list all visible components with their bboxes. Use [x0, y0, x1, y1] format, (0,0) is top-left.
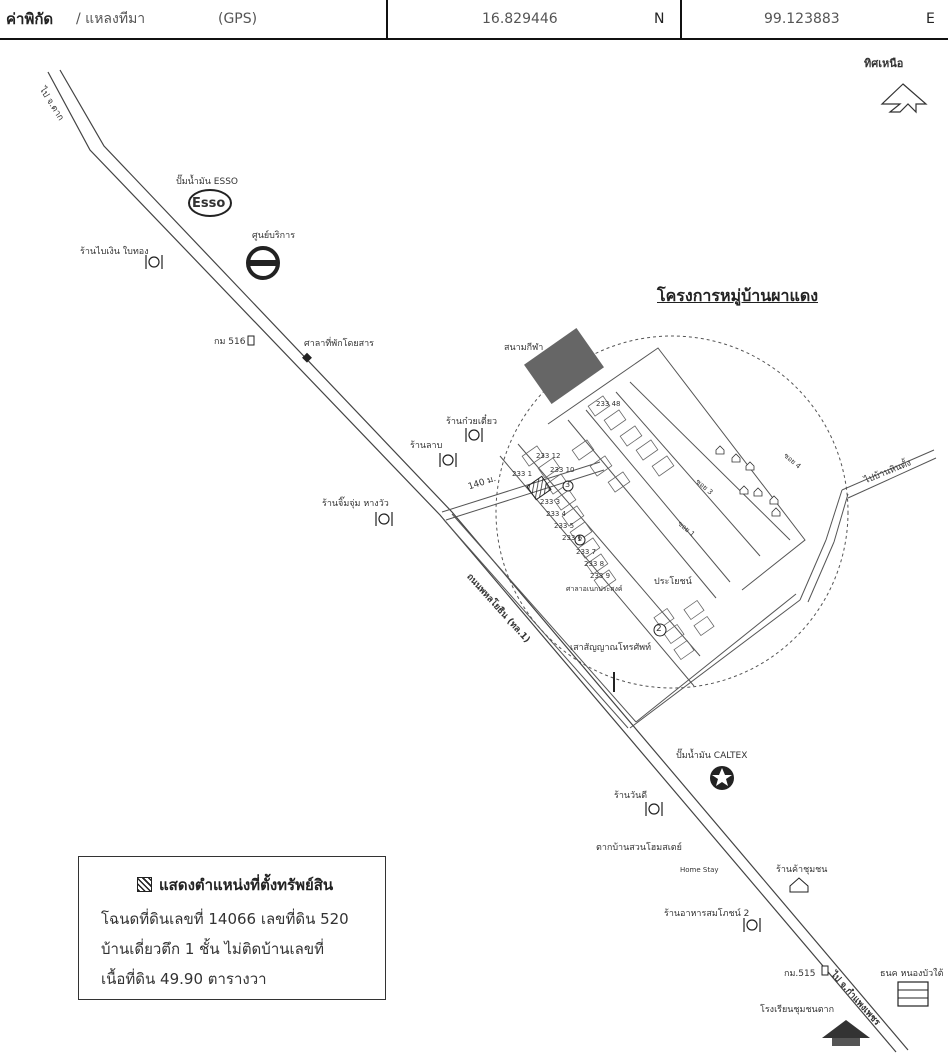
plot-number: 2: [656, 624, 662, 634]
noodle-shop-label: ร้านก๋วยเตี๋ยว: [446, 417, 498, 427]
longitude-value: 99.123883: [764, 11, 840, 27]
hatch-legend-icon: [137, 877, 152, 892]
service-center-label: ศูนย์บริการ: [252, 231, 296, 241]
latitude-cell: 16.829446 N: [386, 0, 682, 38]
wandee-label: ร้านวันดี: [614, 791, 648, 801]
grocery-icon: [789, 877, 809, 893]
coord-label-cell: ค่าพิกัด / แหลงทีมา (GPS): [0, 0, 388, 38]
restaurant-label-1: ร้านไบเงิน ใบทอง: [80, 247, 149, 257]
plot-label: 233 6: [562, 534, 583, 542]
restaurant-icons: [145, 255, 761, 932]
longitude-cell: 99.123883 E: [680, 0, 948, 38]
esso-label: ปั๊มน้ำมัน ESSO: [176, 177, 238, 187]
grocery-label: ร้านค้าชุมชน: [776, 865, 828, 875]
bank-icon: [897, 981, 929, 1007]
latitude-direction: N: [654, 11, 665, 27]
north-arrow-icon: [880, 83, 928, 114]
esso-logo-icon: [188, 189, 232, 217]
plot-label: 233 4: [546, 510, 567, 518]
subject-property-marker: [526, 475, 552, 501]
km515-label: กม.515: [784, 969, 816, 979]
latitude-value: 16.829446: [482, 11, 558, 27]
plot-label: 233 8: [584, 560, 605, 568]
community-hall-label: ศาลาอเนกประสงค์: [566, 585, 623, 593]
restaurant2-label: ร้านอาหารสมโภชน์ 2: [664, 909, 750, 919]
longitude-direction: E: [926, 11, 935, 27]
larb-shop-label: ร้านลาบ: [410, 441, 443, 451]
plot-label: 233 9: [590, 572, 611, 580]
km516-marker: [247, 335, 255, 346]
sports-field: [524, 327, 604, 405]
highway-phahon: [47, 69, 909, 1053]
jiaw-shop-label: ร้านจิ๊มจุ่ม หางวัว: [322, 499, 389, 509]
plot-label: 233 10: [550, 466, 575, 474]
esso-logo-text: Esso: [192, 196, 226, 211]
access-road: [441, 461, 637, 729]
school-icon: [822, 1020, 870, 1038]
bank-label: ธนค หนองบัวใต้: [880, 969, 944, 979]
sports-field-label: สนามกีฬา: [504, 343, 544, 353]
legend-box: แสดงตำแหน่งที่ตั้งทรัพย์สิน โฉนดที่ดินเล…: [78, 856, 386, 1000]
plot-number: 1: [577, 534, 583, 543]
coordinate-header: ค่าพิกัด / แหลงทีมา (GPS) 16.829446 N 99…: [0, 0, 948, 40]
project-title: โครงการหมู่บ้านผาแดง: [657, 286, 819, 305]
km516-label: กม 516: [214, 337, 246, 347]
homestay-label: ตากบ้านสวนโฮมสเตย์: [596, 843, 682, 853]
legend-title: แสดงตำแหน่งที่ตั้งทรัพย์สิน: [159, 876, 334, 894]
north-label: ทิศเหนือ: [864, 57, 904, 70]
house-icons: [715, 445, 781, 517]
plot-number: 3: [565, 480, 571, 489]
phone-mast-label: เสาสัญญาณโทรศัพท์: [570, 643, 652, 653]
plot-label: 233 1: [512, 470, 533, 478]
coord-label-bold: ค่าพิกัด: [6, 10, 54, 28]
radius-circle: [495, 335, 849, 689]
caltex-label: ปั๊มน้ำมัน CALTEX: [676, 751, 748, 761]
plot-label: 233 3: [540, 498, 561, 506]
km515-marker: [821, 965, 829, 976]
homestay-en-label: Home Stay: [680, 866, 719, 874]
school-label: โรงเรียนชุมชนตาก: [760, 1005, 835, 1015]
legend-line-area: เนื้อที่ดิน 49.90 ตารางวา: [101, 970, 267, 988]
plot-label: 233 12: [536, 452, 561, 460]
plot-label: 233 48: [596, 400, 621, 408]
public-benefit-label: ประโยชน์: [654, 577, 692, 587]
gps-label: (GPS): [218, 11, 258, 27]
legend-line-deed: โฉนดที่ดินเลขที่ 14066 เลขที่ดิน 520: [101, 910, 349, 928]
coord-label-source: / แหลงทีมา: [76, 11, 146, 27]
plot-label: 233 7: [576, 548, 597, 556]
bus-stop-label: ศาลาที่พักโดยสาร: [304, 339, 374, 349]
legend-line-building: บ้านเดี่ยวตึก 1 ชั้น ไม่ติดบ้านเลขที่: [101, 940, 324, 958]
bus-stop-icon: [302, 352, 312, 363]
plot-label: 233 5: [554, 522, 575, 530]
